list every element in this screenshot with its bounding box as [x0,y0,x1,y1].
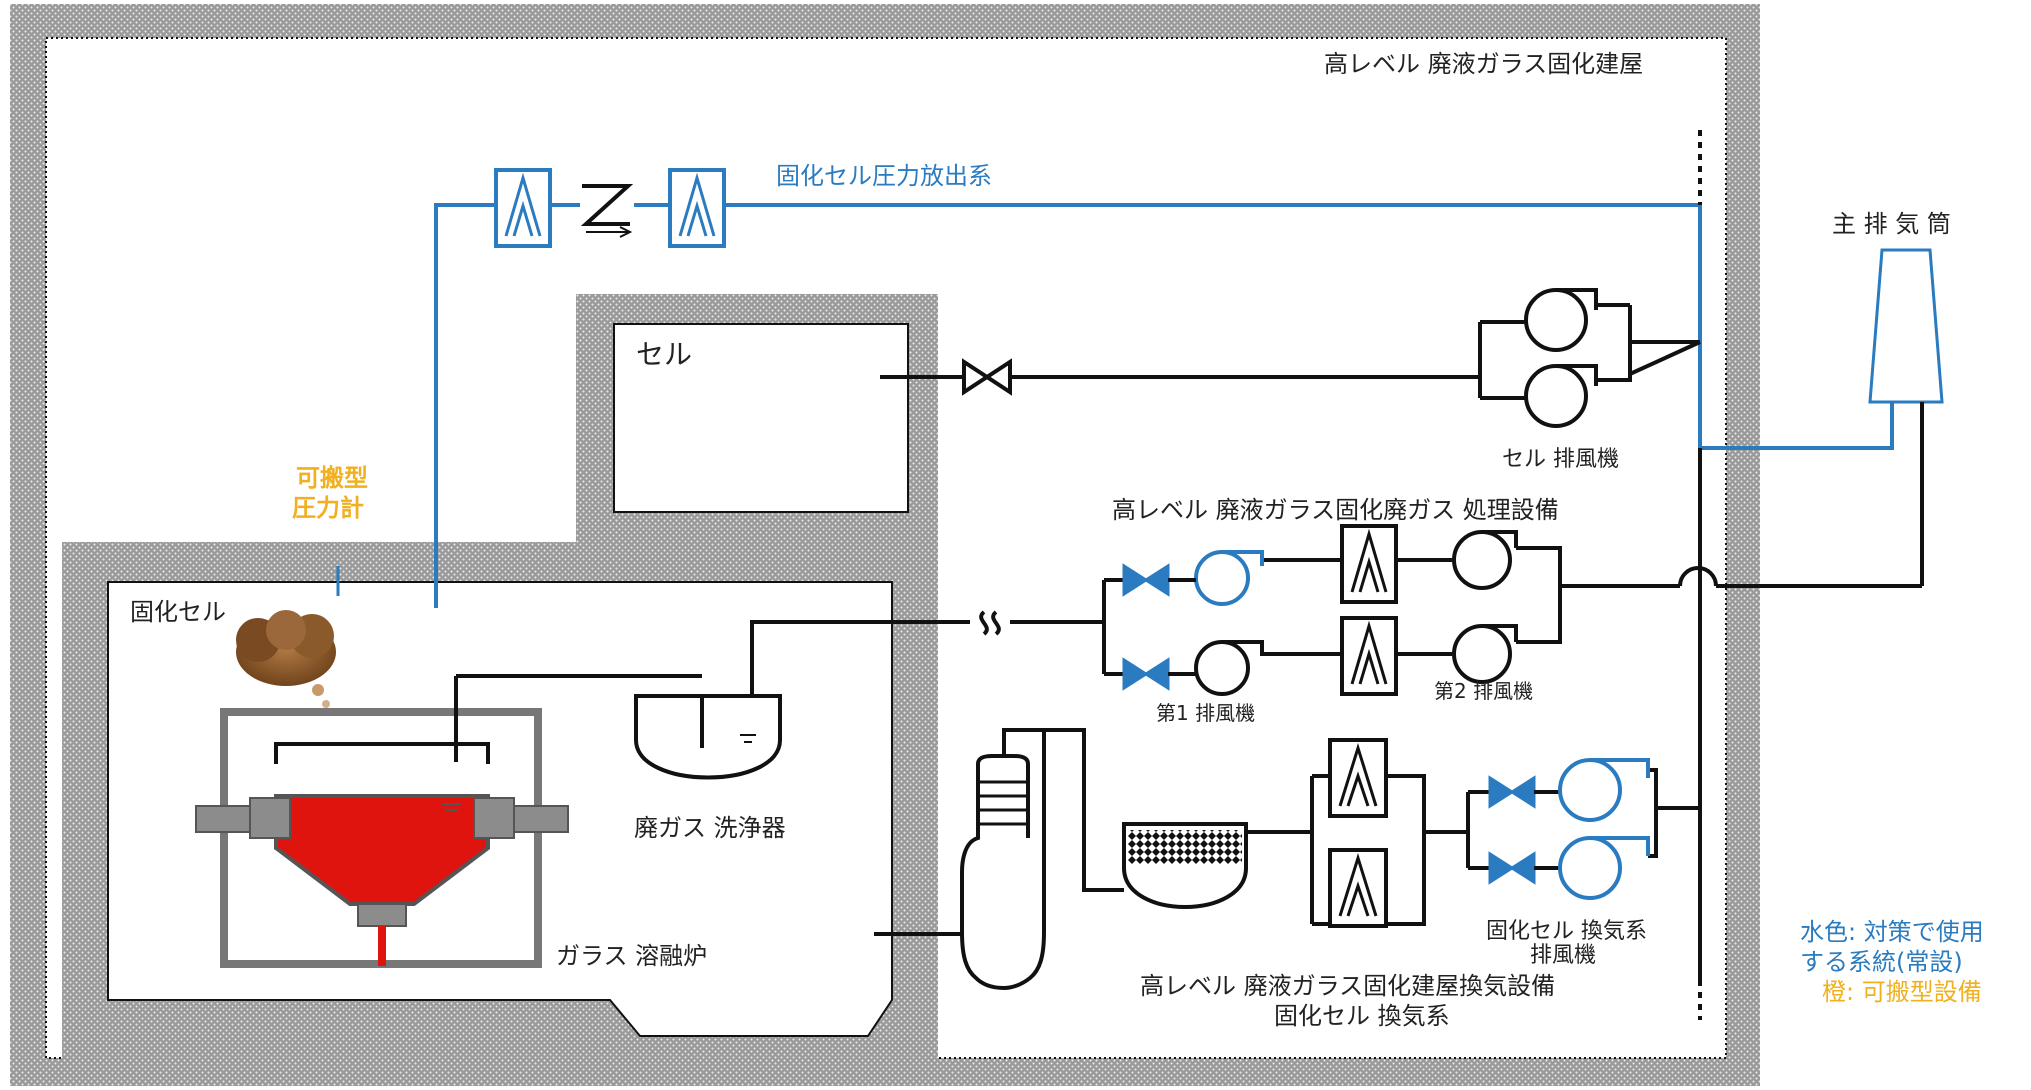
offgas-line [750,546,1922,696]
cell-label: セル [636,338,692,371]
cell-room [576,294,938,544]
cell-fan-lower [1480,305,1632,428]
vent-facility-label-2: 固化セル 換気系 [1274,1002,1450,1030]
cell-fan-label: セル 排風機 [1502,447,1619,472]
solid-cell-label: 固化セル [130,598,226,626]
offgas-valve-1 [1122,563,1170,597]
offgas-filter-1 [1340,524,1398,604]
line-break-icon [979,610,1001,636]
legend-line-2: する系統(常設) [1800,948,1963,976]
building-label: 高レベル 廃液ガラス固化建屋 [1324,50,1643,78]
scrubber-label: 廃ガス 洗浄器 [634,814,786,842]
glass-melter [195,674,702,968]
legend-line-1: 水色: 対策で使用 [1800,918,1984,946]
vent-valve-1 [1488,775,1560,809]
fan2-label: 第2 排風機 [1434,679,1533,703]
pressure-release-label: 固化セル圧力放出系 [776,162,992,190]
offgas-fan1-lower [1168,640,1264,696]
offgas-scrubber [634,694,782,780]
portable-gauge-label-1: 可搬型 [296,464,368,492]
fan1-label: 第1 排風機 [1156,701,1255,725]
offgas-fan2-lower [1452,624,1518,684]
offgas-fan2-upper [1452,530,1518,590]
release-filter-2 [668,168,726,248]
smoke-cloud-icon [236,610,336,708]
vent-prefilter [1122,822,1248,909]
vent-line [874,728,1700,991]
vent-fan-lower [1558,836,1650,900]
legend-line-3: 橙: 可搬型設備 [1822,978,1982,1006]
condenser-column [980,780,1026,826]
cell-fan-upper [1480,288,1630,352]
vent-facility-label-1: 高レベル 廃液ガラス固化建屋換気設備 [1140,972,1555,1000]
butterfly-valve-icon [962,358,1012,396]
vent-fan-label-2: 排風機 [1530,943,1596,968]
offgas-filter-2 [1340,616,1398,696]
vent-filter-2 [1328,848,1388,928]
release-filter-1 [494,168,552,248]
vent-fan-upper [1558,758,1650,822]
melter-label: ガラス 溶融炉 [556,942,707,970]
vent-filter-1 [1328,738,1388,818]
offgas-fan1-upper [1168,550,1264,606]
main-stack-label: 主 排 気 筒 [1832,210,1951,238]
offgas-facility-label: 高レベル 廃液ガラス固化廃ガス 処理設備 [1112,496,1559,524]
portable-gauge-label-2: 圧力計 [292,494,364,522]
check-valve-icon [580,184,634,238]
exhaust-stack-icon [1868,248,1944,586]
vent-fan-label-1: 固化セル 換気系 [1486,919,1647,944]
offgas-valve-2 [1122,657,1170,691]
vent-valve-2 [1488,851,1560,885]
